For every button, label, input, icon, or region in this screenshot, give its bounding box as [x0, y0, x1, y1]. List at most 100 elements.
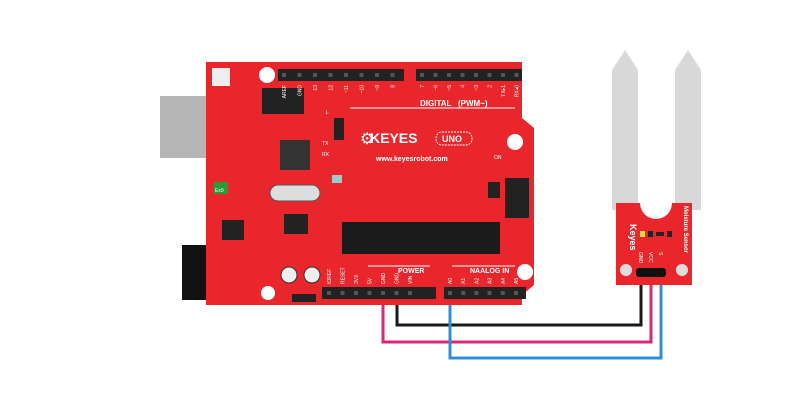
gear-icon: ⚙	[360, 131, 374, 148]
mount-hole	[507, 134, 523, 150]
icsp-header-2	[505, 178, 529, 218]
regulator-ic	[222, 220, 244, 240]
header-pin[interactable]	[340, 291, 345, 295]
capacitor	[280, 266, 298, 284]
header-pin[interactable]	[500, 291, 505, 295]
header-pin[interactable]	[433, 73, 438, 77]
resistor	[648, 231, 653, 237]
led	[640, 231, 645, 237]
component	[332, 175, 342, 183]
mount-hole	[517, 264, 533, 280]
header-pin[interactable]	[487, 291, 492, 295]
digital-header-right[interactable]	[416, 69, 522, 81]
header-pin[interactable]	[447, 73, 451, 77]
pwm-label: (PWM~)	[458, 99, 488, 108]
header-pin[interactable]	[381, 291, 385, 295]
usb-chip	[284, 214, 308, 234]
header-pin[interactable]	[460, 73, 465, 77]
pin-label: 4	[461, 85, 467, 88]
wires	[381, 272, 663, 360]
pin-label: 13	[313, 85, 319, 91]
pin-label: ~9	[375, 85, 381, 91]
header-pin[interactable]	[375, 73, 379, 77]
pin-label: ~11	[344, 85, 350, 93]
header-pin[interactable]	[514, 73, 519, 77]
mount-hole	[261, 286, 275, 300]
wire-5v-to-vcc	[381, 272, 653, 344]
header-pin[interactable]	[327, 291, 331, 295]
header-pin[interactable]	[448, 291, 452, 295]
diode	[292, 294, 316, 302]
led-label-on: ON	[494, 155, 502, 161]
transistor	[656, 232, 664, 236]
sensor-pin-vcc-label: VCC	[647, 252, 653, 263]
digital-label: DIGITAL	[420, 99, 452, 108]
pin-label: IOREF	[327, 269, 333, 284]
header-pin[interactable]	[282, 73, 286, 77]
header-pin[interactable]	[408, 291, 412, 295]
header-pin[interactable]	[344, 73, 348, 77]
header-pin[interactable]	[394, 291, 399, 295]
analog-header[interactable]	[444, 287, 526, 299]
website-label: www.keyesrobot.com	[375, 156, 448, 163]
sensor-prong-right	[675, 50, 701, 210]
pin-label: A2	[474, 278, 480, 284]
pin-label: 8	[391, 85, 397, 88]
model-badge	[435, 131, 473, 146]
led-label-rx: RX	[322, 152, 330, 158]
wire-gnd-to-gnd	[395, 272, 643, 327]
pin-label: A3	[488, 278, 494, 284]
pin-label: AREF	[282, 85, 288, 98]
pin-label: 3V3	[354, 275, 360, 284]
moisture-sensor: Moisture Sensor Keyes GND VCC S	[612, 50, 701, 285]
pin-label: 2	[488, 85, 494, 88]
header-pin[interactable]	[487, 73, 492, 77]
reset-button	[212, 68, 230, 86]
header-pin[interactable]	[474, 73, 478, 77]
crystal	[269, 184, 321, 202]
pin-label: A5	[514, 278, 520, 284]
header-pin[interactable]	[501, 73, 505, 77]
header-pin[interactable]	[313, 73, 317, 77]
header-pin[interactable]	[328, 73, 333, 77]
header-pin[interactable]	[514, 291, 518, 295]
header-pin[interactable]	[367, 291, 372, 295]
regulator-label: Ex9	[215, 188, 224, 194]
mount-hole	[676, 264, 688, 276]
sensor-board	[616, 203, 692, 285]
sensor-pin-gnd-label: GND	[637, 252, 643, 264]
microcontroller-chip	[280, 140, 310, 170]
header-pin[interactable]	[354, 291, 358, 295]
digital-header-left[interactable]	[278, 69, 404, 81]
pin-label: 5V	[368, 277, 374, 284]
header-pin[interactable]	[359, 73, 364, 77]
sensor-header[interactable]	[636, 268, 666, 277]
component	[488, 182, 500, 198]
header-pin[interactable]	[474, 291, 479, 295]
pin-label: 12	[329, 85, 335, 91]
capacitor	[303, 266, 321, 284]
brand-logo: KEYES	[370, 130, 417, 146]
resistor	[667, 231, 672, 237]
analog-label: NAALOG IN	[470, 268, 509, 275]
mount-hole	[620, 264, 632, 276]
mount-hole	[259, 67, 275, 83]
pin-label: RESET	[341, 267, 347, 284]
pin-label: ~3	[474, 85, 480, 91]
icsp-header	[262, 88, 304, 114]
header-pin[interactable]	[390, 73, 395, 77]
pin-label: GND	[395, 273, 401, 285]
regulator	[214, 182, 228, 194]
header-pin[interactable]	[461, 291, 466, 295]
pin-label: GND	[298, 85, 304, 97]
pin-label: TX▸1	[501, 85, 507, 97]
header-pin[interactable]	[297, 73, 302, 77]
model-label: UNO	[442, 134, 462, 144]
power-header[interactable]	[322, 287, 436, 299]
sensor-brand: Keyes	[628, 224, 638, 251]
header-pin[interactable]	[420, 73, 424, 77]
pin-label: A1	[461, 278, 467, 284]
